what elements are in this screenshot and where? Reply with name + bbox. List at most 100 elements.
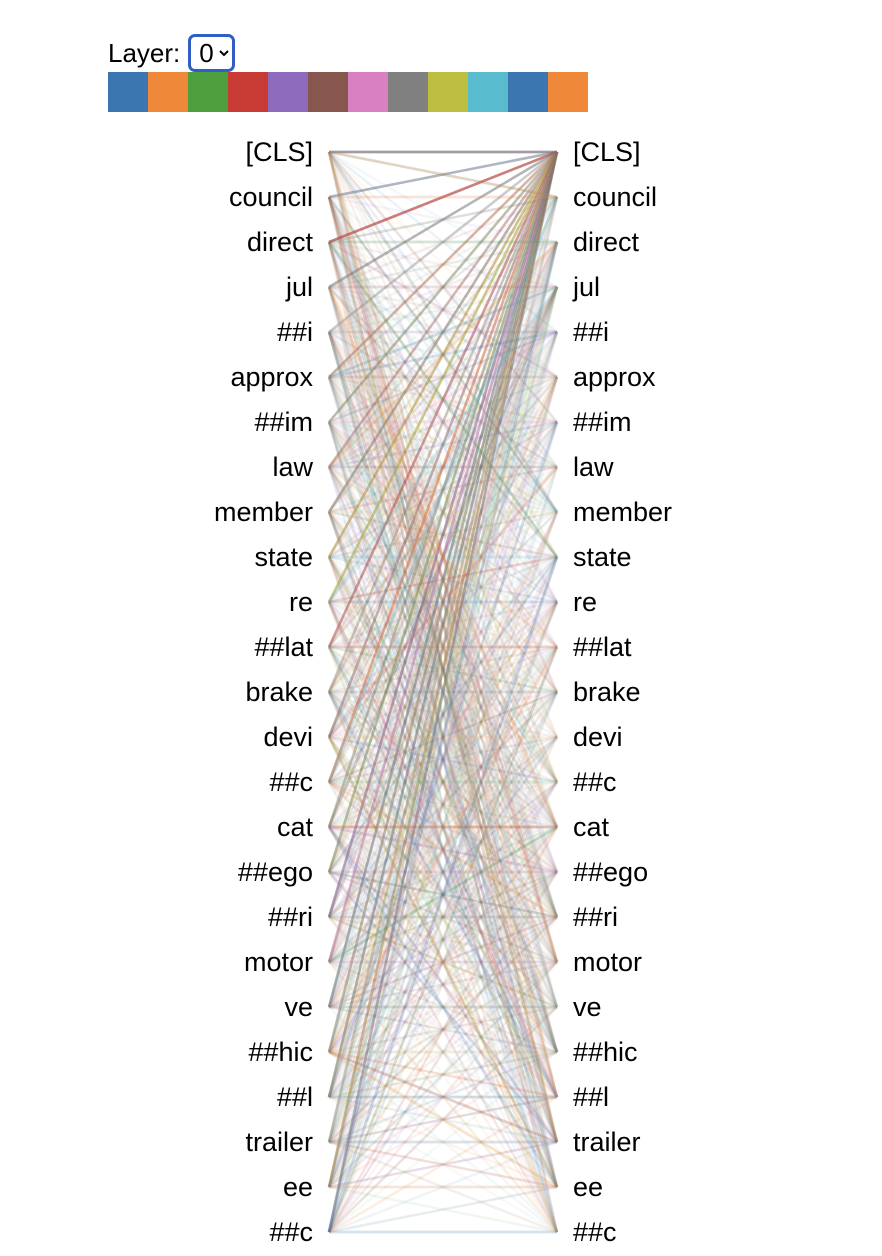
attention-line bbox=[327, 421, 559, 873]
left-token[interactable]: state bbox=[254, 542, 313, 572]
attention-line bbox=[328, 1005, 558, 1099]
attention-line bbox=[327, 826, 559, 1143]
head-swatch-3[interactable] bbox=[228, 72, 268, 112]
left-token[interactable]: law bbox=[272, 452, 313, 482]
attention-line bbox=[327, 511, 559, 1053]
attention-line bbox=[327, 691, 559, 1233]
attention-line bbox=[327, 646, 559, 1098]
right-token[interactable]: motor bbox=[573, 947, 642, 977]
left-token[interactable]: ##c bbox=[269, 767, 313, 797]
head-swatch-9[interactable] bbox=[468, 72, 508, 112]
right-token[interactable]: council bbox=[573, 182, 657, 212]
attention-line bbox=[328, 1095, 558, 1144]
right-token[interactable]: state bbox=[573, 542, 632, 572]
right-token[interactable]: jul bbox=[572, 272, 600, 302]
left-token[interactable]: approx bbox=[230, 362, 313, 392]
left-token[interactable]: ##lat bbox=[254, 632, 313, 662]
head-swatch-0[interactable] bbox=[108, 72, 148, 112]
left-token[interactable]: ##im bbox=[254, 407, 313, 437]
attention-line bbox=[327, 286, 559, 918]
layer-select[interactable]: 0 bbox=[188, 34, 236, 72]
left-token[interactable]: [CLS] bbox=[245, 137, 313, 167]
left-token[interactable]: brake bbox=[245, 677, 313, 707]
attention-line bbox=[327, 331, 559, 1053]
right-token[interactable]: ee bbox=[573, 1172, 603, 1202]
left-token[interactable]: member bbox=[214, 497, 313, 527]
right-token[interactable]: trailer bbox=[573, 1127, 641, 1157]
head-swatch-5[interactable] bbox=[308, 72, 348, 112]
attention-line bbox=[328, 915, 558, 1009]
head-swatch-8[interactable] bbox=[428, 72, 468, 112]
attention-line bbox=[327, 871, 559, 1233]
right-token[interactable]: ##l bbox=[573, 1082, 609, 1112]
left-token[interactable]: ##i bbox=[277, 317, 313, 347]
right-token[interactable]: direct bbox=[573, 227, 640, 257]
attention-line bbox=[328, 1005, 558, 1054]
right-token[interactable]: ve bbox=[573, 992, 602, 1022]
right-token[interactable]: [CLS] bbox=[573, 137, 641, 167]
right-token[interactable]: brake bbox=[573, 677, 641, 707]
left-token[interactable]: cat bbox=[277, 812, 314, 842]
right-token[interactable]: approx bbox=[573, 362, 656, 392]
right-token[interactable]: ##ri bbox=[573, 902, 618, 932]
head-swatch-1[interactable] bbox=[148, 72, 188, 112]
left-token[interactable]: direct bbox=[247, 227, 314, 257]
left-token[interactable]: devi bbox=[263, 722, 313, 752]
head-swatch-7[interactable] bbox=[388, 72, 428, 112]
attention-line bbox=[327, 331, 559, 1008]
right-token[interactable]: ##hic bbox=[573, 1037, 638, 1067]
left-token[interactable]: ##ego bbox=[238, 857, 313, 887]
attention-line bbox=[327, 781, 559, 1188]
attention-line bbox=[328, 780, 558, 874]
attention-line bbox=[327, 331, 559, 873]
attention-line bbox=[327, 646, 559, 963]
attention-line bbox=[327, 151, 559, 873]
head-swatch-6[interactable] bbox=[348, 72, 388, 112]
head-swatch-4[interactable] bbox=[268, 72, 308, 112]
attention-line bbox=[328, 871, 558, 1098]
head-swatch-2[interactable] bbox=[188, 72, 228, 112]
left-token[interactable]: motor bbox=[244, 947, 313, 977]
right-token[interactable]: devi bbox=[573, 722, 623, 752]
attention-line bbox=[328, 420, 558, 469]
attention-line bbox=[328, 600, 558, 694]
attention-line bbox=[328, 780, 558, 919]
attention-line bbox=[327, 466, 559, 1008]
left-token[interactable]: ##ri bbox=[268, 902, 313, 932]
attention-line bbox=[327, 151, 559, 1053]
right-token[interactable]: cat bbox=[573, 812, 610, 842]
attention-line bbox=[327, 241, 559, 693]
right-token[interactable]: ##c bbox=[573, 767, 617, 797]
right-token[interactable]: ##ego bbox=[573, 857, 648, 887]
right-token[interactable]: ##lat bbox=[573, 632, 632, 662]
left-token[interactable]: jul bbox=[285, 272, 313, 302]
attention-line bbox=[328, 240, 558, 379]
attention-line bbox=[327, 196, 559, 783]
attention-line bbox=[327, 736, 559, 1098]
right-token[interactable]: member bbox=[573, 497, 672, 527]
left-token[interactable]: trailer bbox=[245, 1127, 313, 1157]
attention-line bbox=[327, 691, 559, 1008]
left-token[interactable]: ##hic bbox=[248, 1037, 313, 1067]
left-token[interactable]: council bbox=[229, 182, 313, 212]
left-token[interactable]: ve bbox=[284, 992, 313, 1022]
left-token[interactable]: ##c bbox=[269, 1217, 313, 1247]
right-token[interactable]: ##i bbox=[573, 317, 609, 347]
head-swatch-10[interactable] bbox=[508, 72, 548, 112]
attention-line bbox=[327, 826, 559, 1233]
attention-line bbox=[327, 151, 559, 828]
left-token[interactable]: re bbox=[289, 587, 313, 617]
left-token[interactable]: ##l bbox=[277, 1082, 313, 1112]
attention-line bbox=[327, 196, 559, 1008]
right-token[interactable]: ##im bbox=[573, 407, 632, 437]
attention-line bbox=[328, 690, 558, 784]
right-token[interactable]: ##c bbox=[573, 1217, 617, 1247]
right-token[interactable]: re bbox=[573, 587, 597, 617]
left-token[interactable]: ee bbox=[283, 1172, 313, 1202]
attention-line bbox=[327, 466, 559, 1053]
attention-line bbox=[327, 511, 559, 1188]
right-token[interactable]: law bbox=[573, 452, 614, 482]
attention-line bbox=[327, 196, 559, 963]
attention-line bbox=[328, 690, 558, 739]
head-swatch-11[interactable] bbox=[548, 72, 588, 112]
